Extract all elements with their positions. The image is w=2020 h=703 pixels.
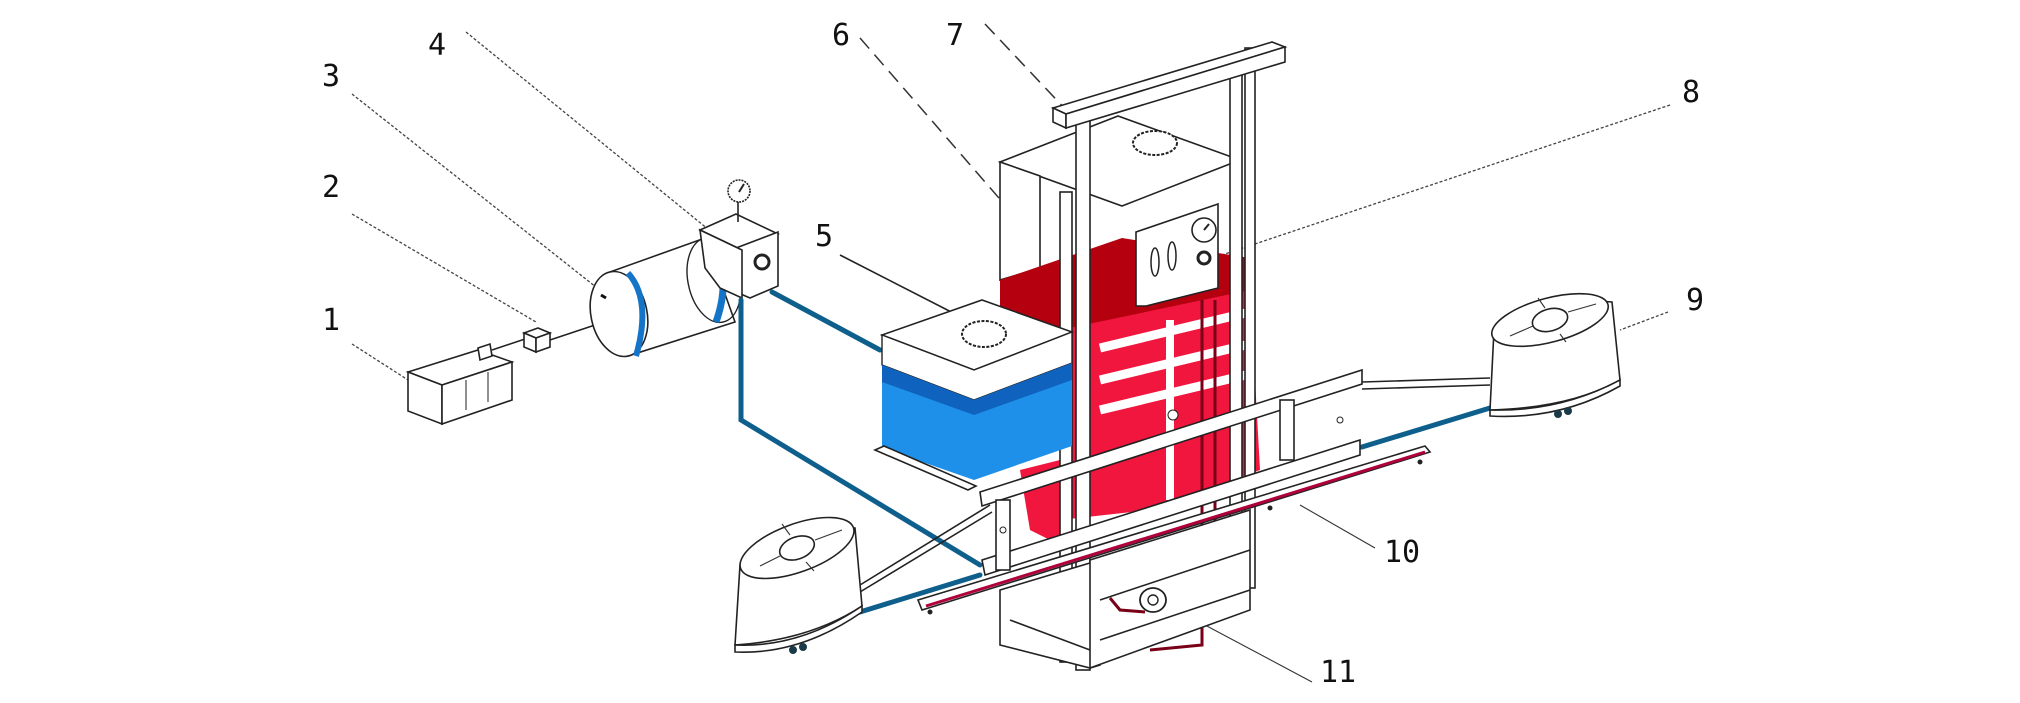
pipe-right-fan [1359, 405, 1493, 450]
leader-line-3 [351, 93, 607, 296]
cable-1-2 [491, 337, 529, 351]
callout-label-9: 9 [1686, 283, 1704, 318]
leader-line-6 [859, 37, 1026, 229]
right-fan-unit [1489, 292, 1621, 418]
callout-label-2: 2 [322, 170, 340, 205]
callout-label-11: 11 [1320, 655, 1356, 690]
leader-line-1 [351, 343, 459, 413]
callout-label-10: 10 [1384, 535, 1420, 570]
leader-line-9 [1619, 311, 1669, 331]
leader-line-8 [1221, 104, 1671, 256]
pump [1108, 587, 1167, 614]
leader-line-5 [839, 254, 964, 319]
callout-label-4: 4 [428, 28, 446, 63]
lower-frame [999, 508, 1251, 670]
callout-label-1: 1 [322, 303, 340, 338]
blue-water-tank [873, 299, 1075, 491]
cylinder-tank [589, 235, 742, 358]
pipe-valve-to-tank [769, 289, 883, 353]
callout-label-6: 6 [832, 18, 850, 53]
leader-line-7 [984, 23, 1069, 113]
pipe-valve-to-bar [738, 297, 983, 568]
cable-2-3 [549, 323, 599, 341]
callout-label-8: 8 [1682, 75, 1700, 110]
crossbar [859, 368, 1491, 593]
callout-labels: 1 2 3 4 5 6 7 8 9 10 11 [322, 18, 1704, 690]
callout-label-5: 5 [815, 219, 833, 254]
power-box [405, 342, 515, 426]
pipe-left-fan [857, 572, 983, 615]
leader-line-10 [1299, 504, 1376, 549]
coupling [521, 327, 553, 354]
callout-label-3: 3 [322, 59, 340, 94]
leader-line-4 [465, 31, 726, 244]
valve-block-with-gauge [698, 179, 780, 300]
leader-line-2 [351, 213, 537, 323]
left-fan-unit [734, 516, 863, 654]
callout-label-7: 7 [946, 18, 964, 53]
leader-lines [351, 23, 1671, 683]
control-panel [1135, 202, 1219, 307]
top-frame-beam [1050, 41, 1288, 130]
blue-pipes [738, 289, 1493, 615]
